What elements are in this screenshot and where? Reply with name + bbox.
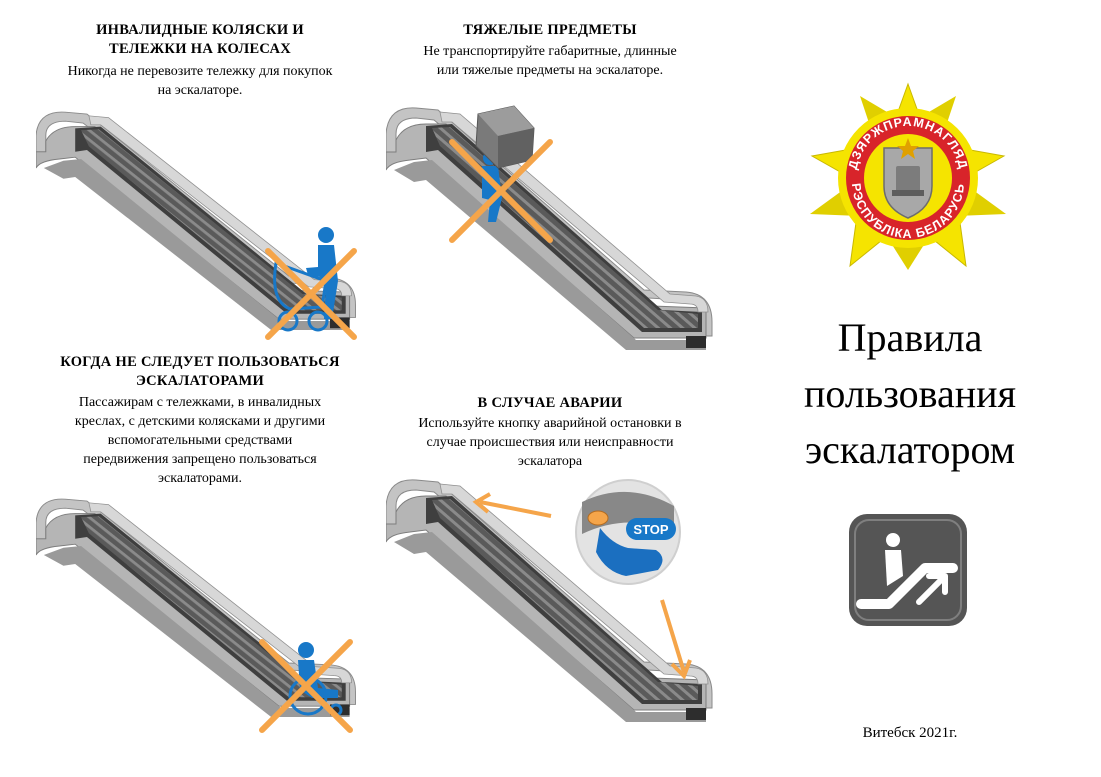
panel-emergency-text-line2: случае происшествия или неисправности [426,435,674,450]
panel-when-not-title-line2: ЭСКАЛАТОРАМИ [135,373,265,389]
panel-wheelchairs-title: ИНВАЛИДНЫЕ КОЛЯСКИ И ТЕЛЕЖКИ НА КОЛЕСАХ [20,21,380,59]
escalator-illustration-1 [36,105,366,355]
panel-when-not-title-line1: КОГДА НЕ СЛЕДУЕТ ПОЛЬЗОВАТЬСЯ [60,354,340,370]
panel-emergency-text: Используйте кнопку аварийной остановки в… [375,414,725,471]
panel-emergency-text-line3: эскалатора [517,454,583,469]
stop-button-icon: STOP [575,479,681,585]
panel-emergency-text-line1: Используйте кнопку аварийной остановки в [418,416,682,431]
person-figure-icon [306,227,338,319]
escalator-illustration-4: STOP [386,472,721,727]
panel-when-not-text-line5: эскалаторами. [158,471,242,486]
panel-when-not-text-line4: передвижения запрещено пользоваться [83,452,317,467]
page-title: Правила пользования эскалатором [760,310,1060,478]
escalator-illustration-3 [36,492,366,742]
panel-heavy-text-line2: или тяжелые предметы на эскалаторе. [436,63,664,78]
arrow-icon [660,599,692,680]
panel-when-not-text-line2: креслах, с детскими колясками и другими [74,414,326,429]
escalator-icon [847,512,969,628]
prohibited-cross-icon [265,248,357,340]
prohibited-cross-icon [259,639,353,733]
panel-wheelchairs-text-line1: Никогда не перевозите тележку для покупо… [67,64,333,79]
panel-wheelchairs-text: Никогда не перевозите тележку для покупо… [10,62,390,100]
page-title-line3: эскалатором [804,427,1016,472]
panel-wheelchairs-text-line2: на эскалаторе. [157,83,243,98]
arrow-icon [472,492,552,518]
prohibited-cross-icon [449,139,553,243]
page-title-line1: Правила [837,315,983,360]
stop-label: STOP [633,522,668,537]
panel-heavy-title: ТЯЖЕЛЫЕ ПРЕДМЕТЫ [463,22,637,38]
footer-city-year: Витебск 2021г. [862,725,958,741]
panel-when-not-text-line3: вспомогательными средствами [107,433,293,448]
emblem-icon: ДЗЯРЖПРАМНАГЛЯД РЭСПУБЛІКА БЕЛАРУСЬ [808,82,1008,272]
page-title-line2: пользования [804,371,1016,416]
heavy-box-icon [475,105,535,169]
panel-wheelchairs-title-line1: ИНВАЛИДНЫЕ КОЛЯСКИ И [96,22,304,38]
panel-heavy-text-line1: Не транспортируйте габаритные, длинные [423,44,677,59]
panel-emergency-title: В СЛУЧАЕ АВАРИИ [477,395,623,411]
escalator-illustration-2 [386,100,721,355]
panel-when-not-text: Пассажирам с тележками, в инвалидных кре… [15,393,385,488]
panel-heavy-text: Не транспортируйте габаритные, длинные и… [375,42,725,80]
panel-wheelchairs-title-line2: ТЕЛЕЖКИ НА КОЛЕСАХ [108,41,292,57]
panel-when-not-title: КОГДА НЕ СЛЕДУЕТ ПОЛЬЗОВАТЬСЯ ЭСКАЛАТОРА… [20,353,380,391]
panel-when-not-text-line1: Пассажирам с тележками, в инвалидных [78,395,322,410]
